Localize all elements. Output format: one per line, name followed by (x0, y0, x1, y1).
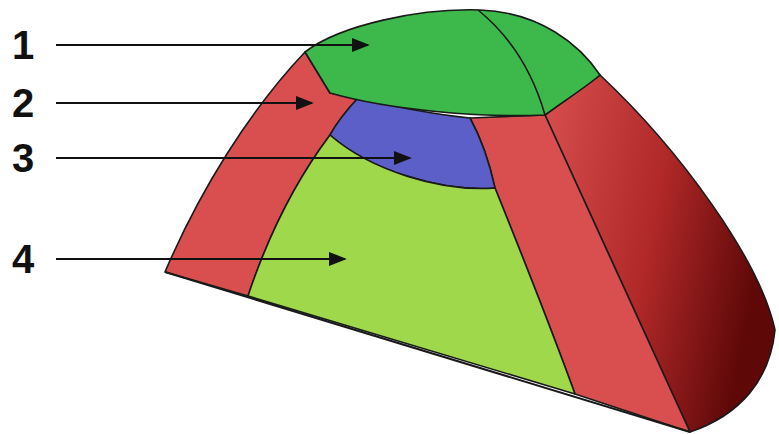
core-zone (248, 135, 575, 394)
cap-zone (305, 10, 600, 116)
callout-number: 4 (12, 239, 34, 279)
leader-arrow (56, 102, 312, 104)
base-edge (165, 272, 690, 432)
callout-number: 3 (12, 138, 34, 178)
callout-number: 1 (12, 25, 34, 65)
leader-arrow (56, 157, 410, 159)
cap-ridge (478, 10, 545, 115)
leader-arrow (56, 44, 368, 46)
callout-number: 2 (12, 83, 34, 123)
leader-arrow (56, 258, 345, 260)
